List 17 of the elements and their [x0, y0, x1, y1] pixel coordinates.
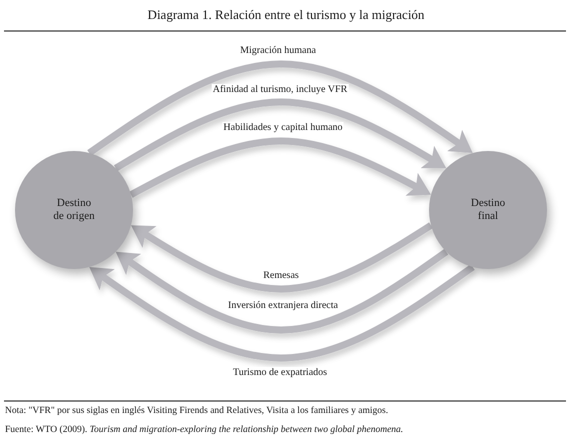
edge-label: Migración humana	[239, 45, 317, 57]
curved-arrow	[114, 98, 448, 172]
circle-node	[15, 151, 133, 269]
edge-label: Inversión extranjera directa	[227, 300, 339, 312]
edge-label: Habilidades y capital humano	[222, 122, 344, 134]
circle-node	[429, 151, 547, 269]
curved-arrow	[114, 248, 448, 334]
note-text: Nota: "VFR" por sus siglas en inglés Visiting Firends and Relatives, Visita a los familiares y amigos.	[5, 405, 388, 417]
edge-label: Afinidad al turismo, incluye VFR	[212, 84, 348, 96]
node-label: Destino final	[470, 197, 506, 223]
curved-arrow	[87, 264, 475, 362]
edge-label: Turismo de expatriados	[232, 367, 328, 379]
node-label: Destino de origen	[52, 197, 96, 223]
curved-arrow	[129, 222, 433, 292]
curved-arrow	[87, 60, 475, 156]
source-text: Fuente: WTO (2009). Tourism and migration-exploring the relationship between two global phenomena.	[5, 424, 404, 436]
diagram-title: Diagrama 1. Relación entre el turismo y la migración	[148, 7, 424, 22]
